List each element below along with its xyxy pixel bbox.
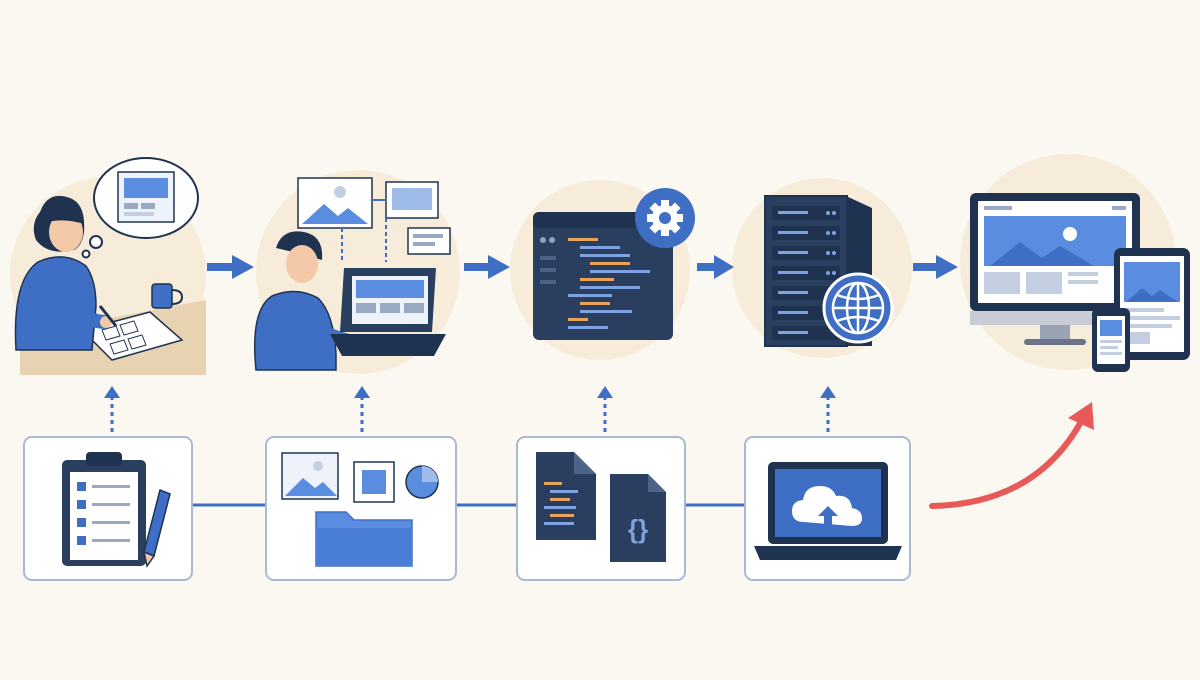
stage-host [732, 178, 912, 358]
person-laptop-design-icon [253, 177, 451, 371]
card-code-files: {} [516, 436, 686, 581]
stage-design [253, 170, 460, 374]
svg-text:{}: {} [628, 514, 648, 544]
arrow-design-to-develop [464, 255, 510, 279]
dotted-arrow-assets-to-design [354, 386, 370, 432]
image-assets-folder-icon [281, 452, 439, 567]
stage-plan [10, 157, 206, 375]
launch-curved-arrow [929, 402, 1094, 509]
arrow-host-to-launch [913, 255, 958, 279]
responsive-devices-icon [970, 193, 1190, 372]
stage-launch [960, 154, 1190, 372]
arrow-develop-to-host [697, 255, 734, 279]
card-upload [744, 436, 911, 581]
card-requirements [23, 436, 193, 581]
resource-feed-arrows [104, 386, 836, 432]
code-files-icon: {} [536, 452, 666, 562]
code-editor-gear-icon [533, 188, 695, 340]
dotted-arrow-requirements-to-plan [104, 386, 120, 432]
stage-arrows [207, 255, 958, 279]
clipboard-checklist-pencil-icon [62, 452, 171, 568]
person-sketching-wireframe-icon [14, 157, 206, 375]
dotted-arrow-code-to-develop [597, 386, 613, 432]
server-globe-icon [764, 195, 894, 347]
stage-develop [510, 180, 695, 360]
dotted-arrow-upload-to-host [820, 386, 836, 432]
card-assets [265, 436, 457, 581]
laptop-cloud-upload-icon [754, 462, 902, 560]
arrow-plan-to-design [207, 255, 254, 279]
